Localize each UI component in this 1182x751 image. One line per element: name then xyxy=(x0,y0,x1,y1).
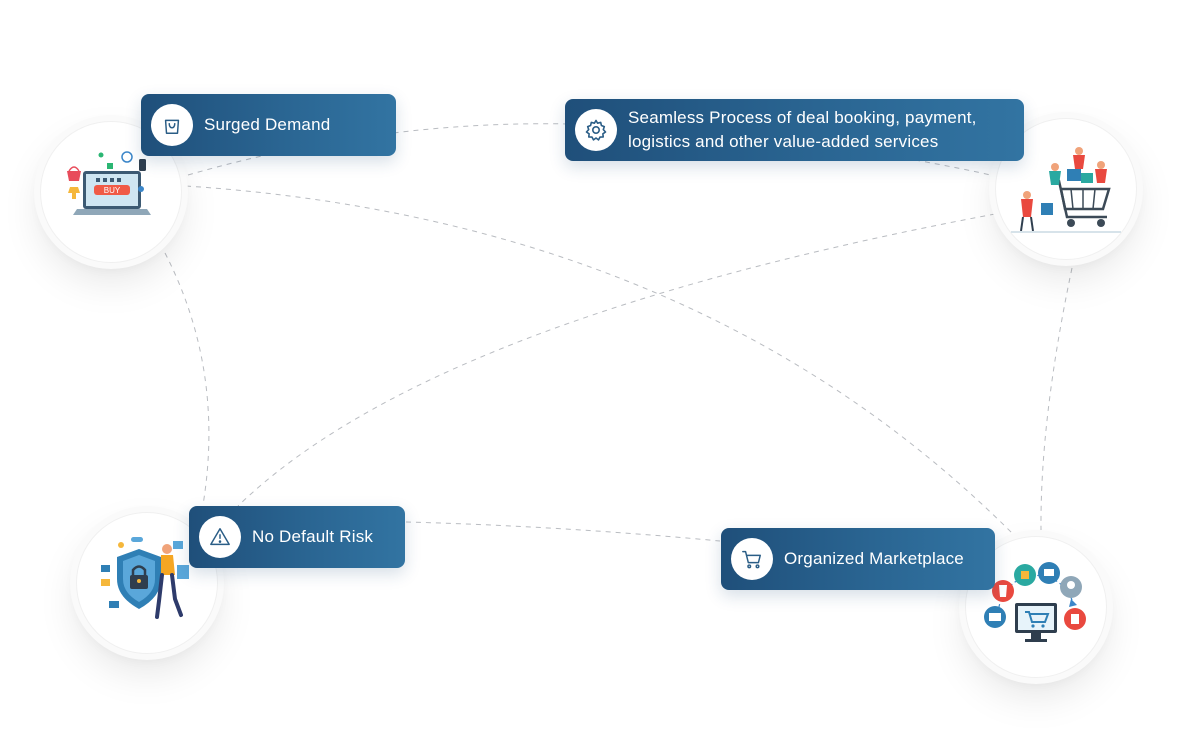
surged-demand-text: Surged Demand xyxy=(204,115,331,134)
organized-marketplace-text: Organized Marketplace xyxy=(784,549,964,568)
no-default-risk-label: No Default Risk xyxy=(189,506,405,568)
seamless-process-label: Seamless Process of deal booking, paymen… xyxy=(565,99,1024,161)
cart-icon xyxy=(731,538,773,580)
security-shield-illustration-node xyxy=(76,512,218,654)
surged-demand-label: Surged Demand xyxy=(141,94,396,156)
security-shield-lock-icon xyxy=(101,537,189,619)
online-marketplace-monitor-icon xyxy=(984,562,1086,642)
link-surged-to-marketplace xyxy=(185,185,1016,537)
link-surged-to-riskfree xyxy=(164,252,210,506)
link-cart-to-riskfree xyxy=(237,213,996,507)
shopping-bag-icon xyxy=(151,104,193,146)
link-surged-to-seamless xyxy=(187,123,571,176)
gear-icon xyxy=(575,109,617,151)
shopping-cart-team-icon xyxy=(1011,147,1121,233)
warning-triangle-icon xyxy=(199,516,241,558)
no-default-risk-text: No Default Risk xyxy=(252,527,374,546)
organized-marketplace-label: Organized Marketplace xyxy=(721,528,995,590)
link-seamless-to-cart xyxy=(914,159,996,177)
laptop-ecommerce-icon: BUY xyxy=(67,151,151,215)
link-cart-to-marketplace xyxy=(1040,267,1073,531)
seamless-process-text: Seamless Process of deal booking, paymen… xyxy=(628,108,977,151)
svg-text:BUY: BUY xyxy=(104,186,121,195)
link-riskfree-to-marketplace xyxy=(405,521,721,542)
